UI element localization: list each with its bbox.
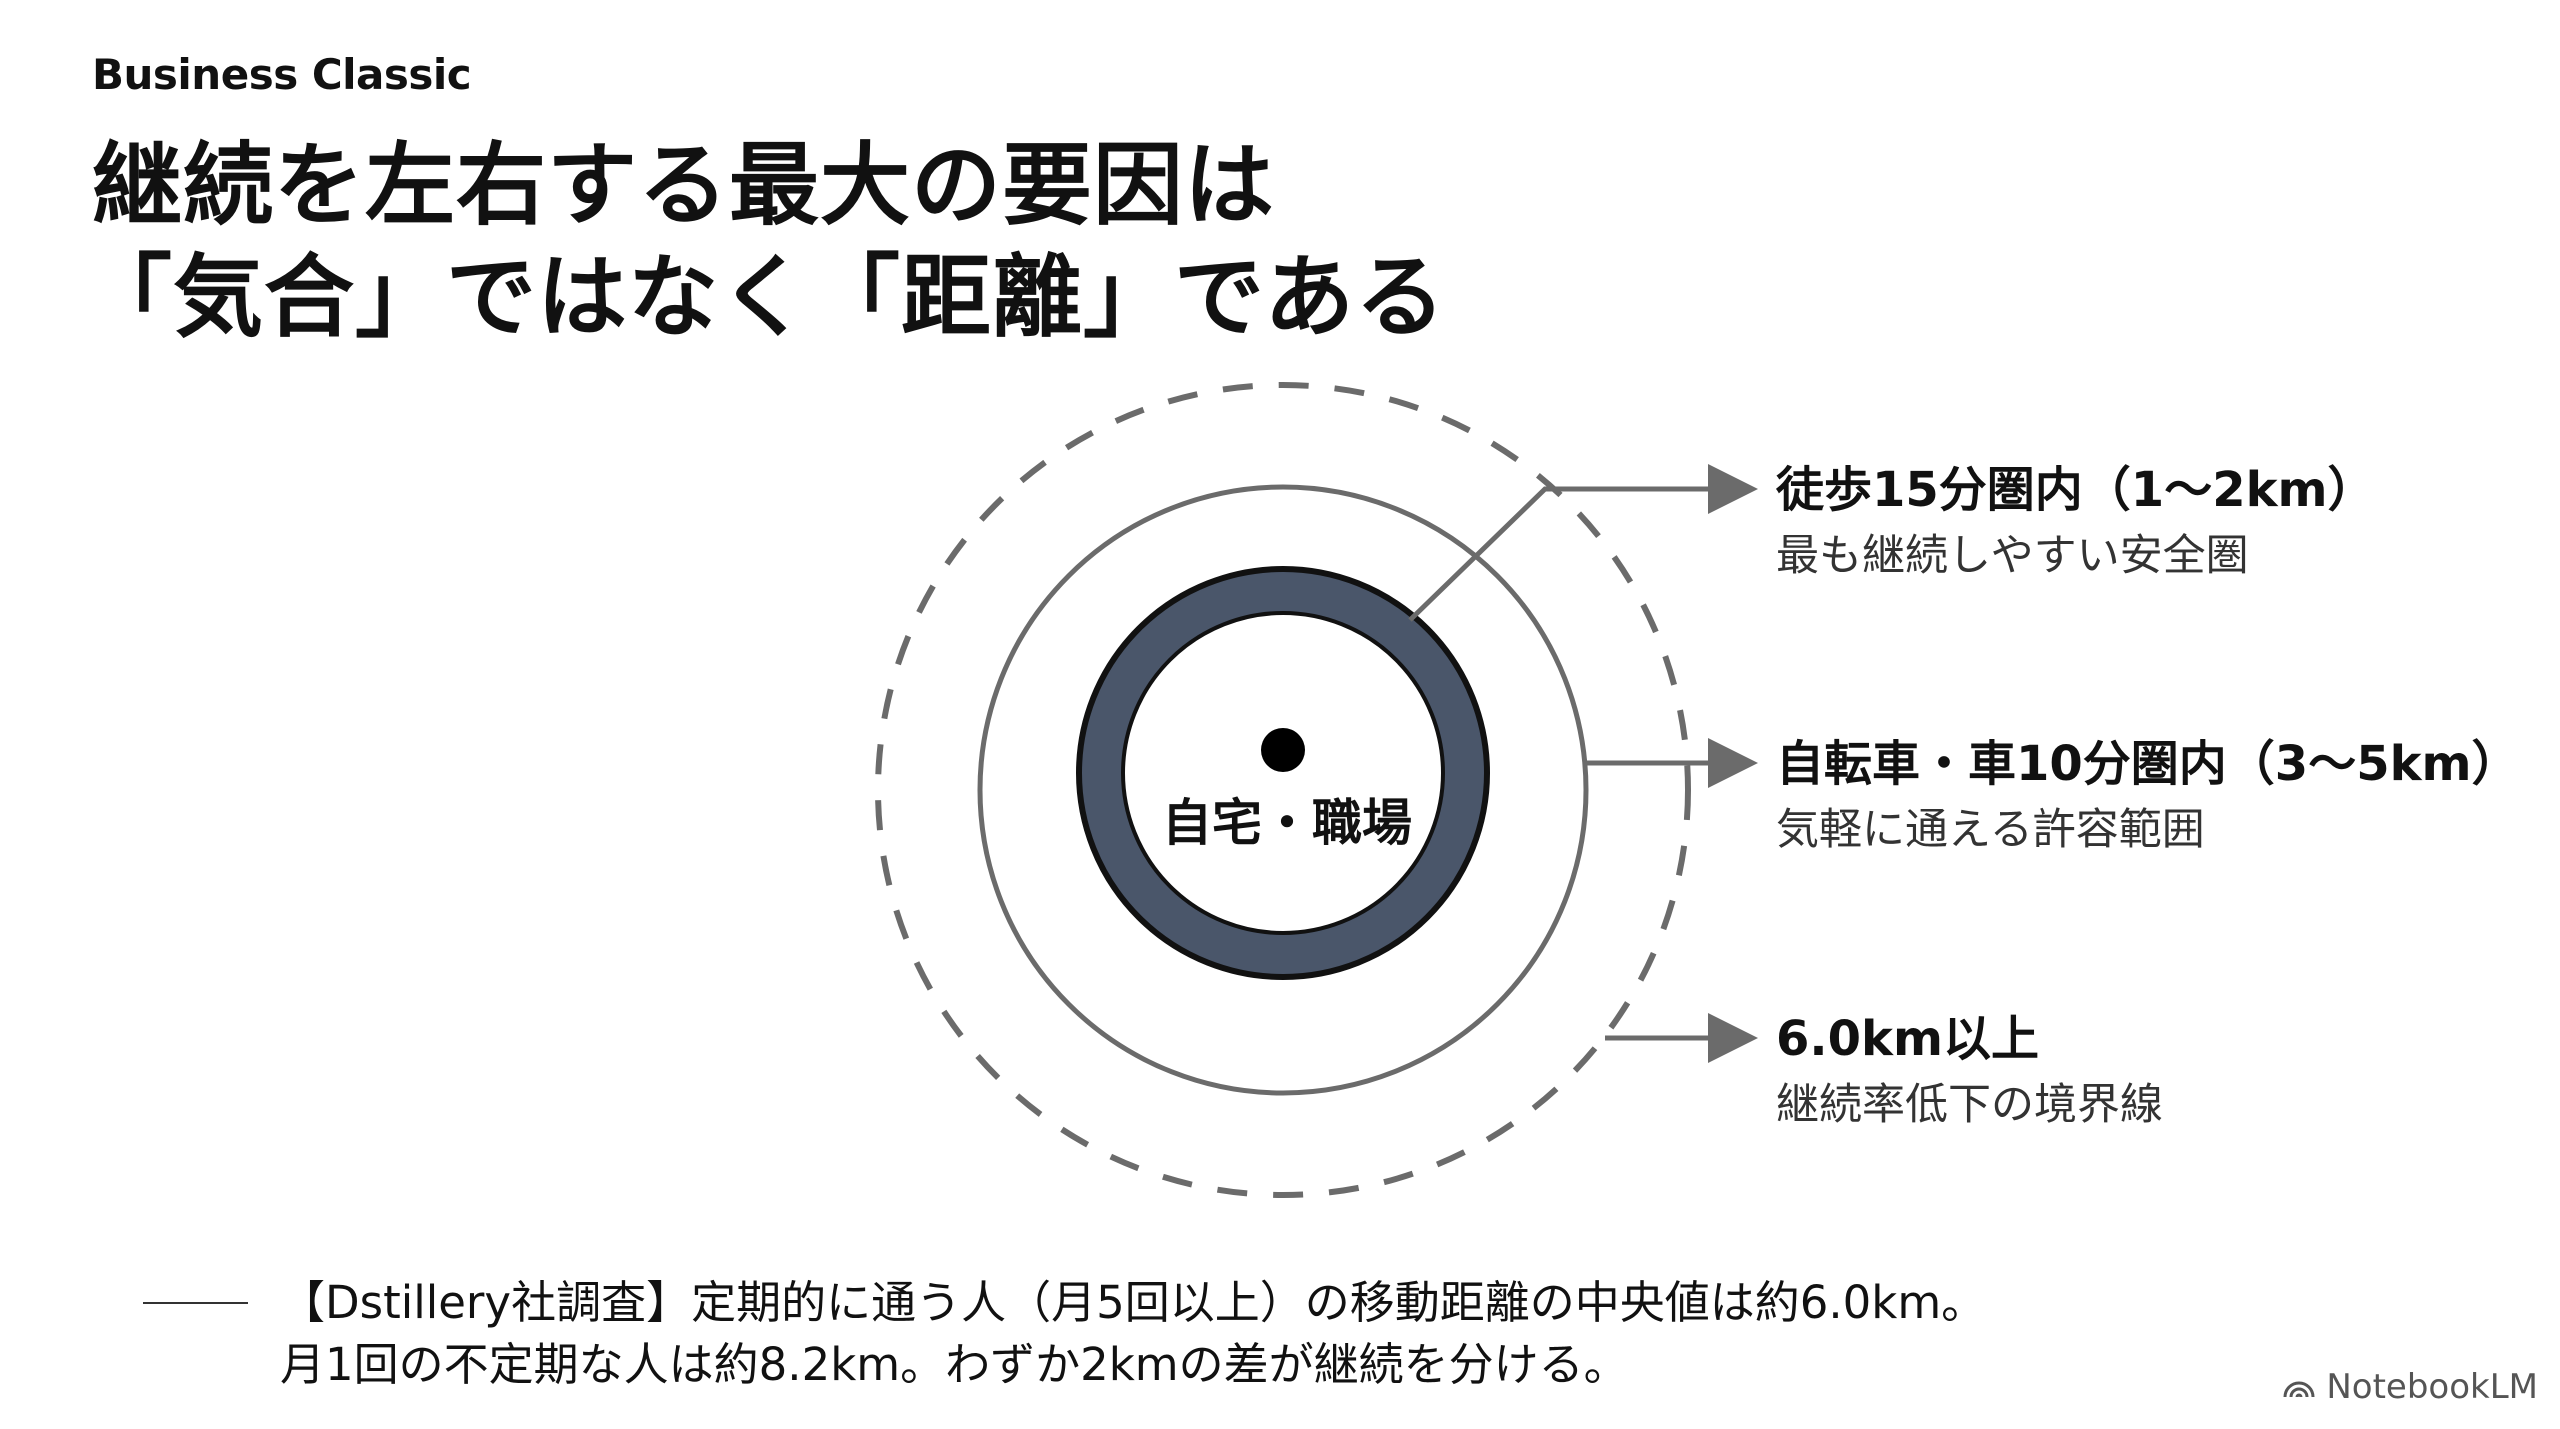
middle-ring <box>977 484 1589 1096</box>
notebooklm-logo-icon <box>2283 1381 2315 1398</box>
footnote-rule <box>143 1302 248 1304</box>
zone-limit-head: 6.0km以上 <box>1776 1011 2039 1067</box>
inner-ring-outer-edge <box>1076 566 1490 980</box>
footnote-text: 【Dstillery社調査】定期的に通う人（月5回以上）の移動距離の中央値は約6… <box>280 1272 1986 1396</box>
zone-label-limit: 6.0km以上 継続率低下の境界線 <box>1776 1007 2163 1135</box>
title-line-2: 「気合」ではなく「距離」である <box>82 245 1447 350</box>
footnote-line-1: 【Dstillery社調査】定期的に通う人（月5回以上）の移動距離の中央値は約6… <box>280 1276 1987 1329</box>
inner-ring-inner-edge <box>1121 611 1445 935</box>
center-dot <box>1261 728 1305 772</box>
zone-bike-head: 自転車・車10分圏内（3〜5km） <box>1776 736 2520 792</box>
notebooklm-watermark: NotebookLM <box>2282 1367 2538 1407</box>
page-title: 継続を左右する最大の要因は 「気合」ではなく「距離」である <box>82 130 1446 354</box>
zone-walk-head: 徒歩15分圏内（1〜2km） <box>1776 462 2376 518</box>
footnote-line-2: 月1回の不定期な人は約8.2km。わずか2kmの差が継続を分ける。 <box>280 1338 1629 1391</box>
brand-label: Business Classic <box>92 50 472 99</box>
center-label: 自宅・職場 <box>1162 794 1412 852</box>
outer-dashed-ring <box>875 382 1691 1198</box>
zone-label-bike: 自転車・車10分圏内（3〜5km） 気軽に通える許容範囲 <box>1776 732 2520 860</box>
watermark-text: NotebookLM <box>2326 1367 2538 1407</box>
walk-connector-line <box>1408 464 1758 622</box>
zone-bike-sub: 気軽に通える許容範囲 <box>1776 805 2205 855</box>
zone-walk-sub: 最も継続しやすい安全圏 <box>1776 531 2249 581</box>
zone-limit-sub: 継続率低下の境界線 <box>1776 1080 2163 1130</box>
footnote: 【Dstillery社調査】定期的に通う人（月5回以上）の移動距離の中央値は約6… <box>143 1272 1986 1396</box>
title-line-1: 継続を左右する最大の要因は <box>92 133 1275 238</box>
zone-label-walk: 徒歩15分圏内（1〜2km） 最も継続しやすい安全圏 <box>1776 458 2376 586</box>
inner-ring <box>1079 569 1487 977</box>
